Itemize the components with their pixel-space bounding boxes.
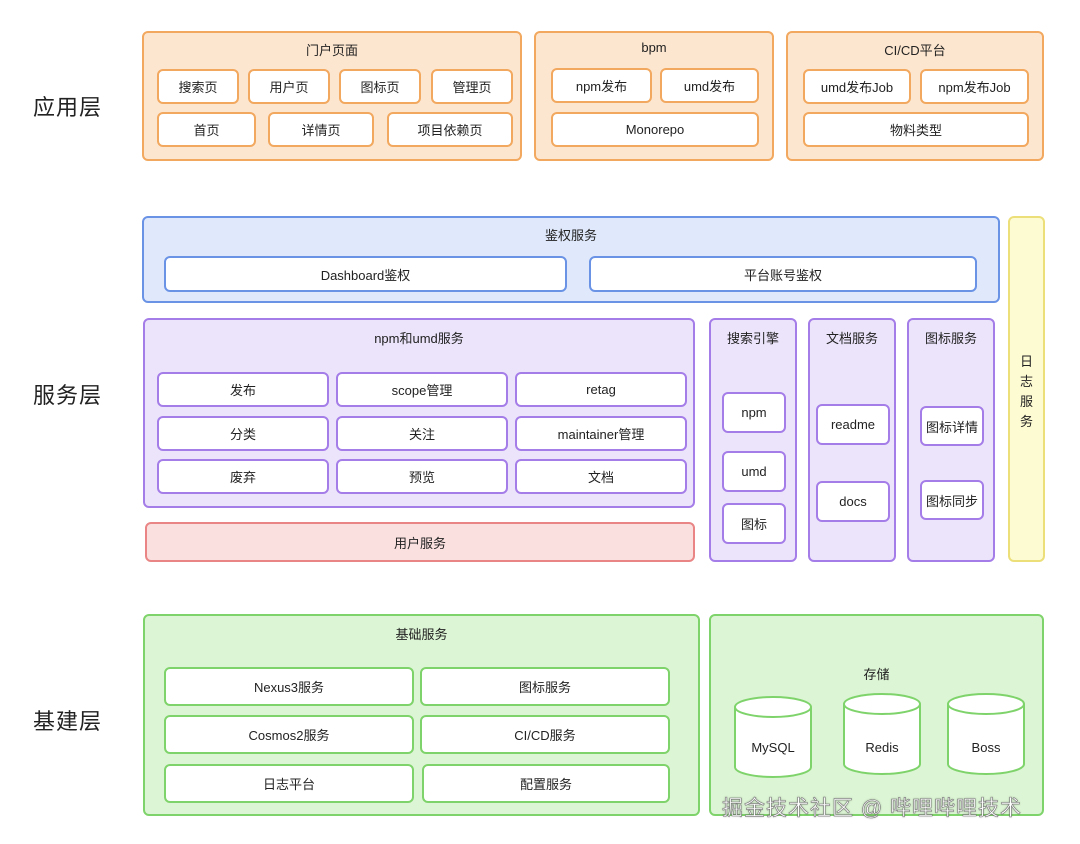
cicd-service-box: CI/CD服务 <box>420 715 670 754</box>
search-page-box: 搜索页 <box>157 69 239 104</box>
detail-page-box: 详情页 <box>268 112 374 147</box>
cosmos2-box: Cosmos2服务 <box>164 715 414 754</box>
base-icon-service-box: 图标服务 <box>420 667 670 706</box>
publish-box: 发布 <box>157 372 329 407</box>
npm-job-box: npm发布Job <box>920 69 1029 104</box>
retag-box: retag <box>515 372 687 407</box>
icon-page-box: 图标页 <box>339 69 421 104</box>
portal-panel: 门户页面 搜索页 用户页 图标页 管理页 首页 详情页 项目依赖页 <box>142 31 522 161</box>
docs-item-box: 文档 <box>515 459 687 494</box>
search-icon-box: 图标 <box>722 503 786 544</box>
deprecate-box: 废弃 <box>157 459 329 494</box>
storage-panel: 存储 MySQL Redis Boss <box>709 614 1044 816</box>
cicd-title: CI/CD平台 <box>884 43 946 58</box>
bpm-panel: bpm npm发布 umd发布 Monorepo <box>534 31 774 161</box>
docs-service-panel: 文档服务 readme docs <box>808 318 896 562</box>
redis-cylinder: Redis <box>843 693 921 775</box>
platform-account-auth-box: 平台账号鉴权 <box>589 256 977 292</box>
npm-umd-service-title: npm和umd服务 <box>374 331 464 346</box>
log-service-panel: 日 志 服 务 <box>1008 216 1045 562</box>
umd-job-box: umd发布Job <box>803 69 911 104</box>
base-service-title: 基础服务 <box>395 627 448 642</box>
follow-box: 关注 <box>336 416 508 451</box>
bpm-monorepo-box: Monorepo <box>551 112 759 147</box>
icon-service-panel: 图标服务 图标详情 图标同步 <box>907 318 995 562</box>
cicd-panel: CI/CD平台 umd发布Job npm发布Job 物料类型 <box>786 31 1044 161</box>
auth-title: 鉴权服务 <box>544 228 597 243</box>
preview-box: 预览 <box>336 459 508 494</box>
auth-panel: 鉴权服务 Dashboard鉴权 平台账号鉴权 <box>142 216 1000 303</box>
log-platform-box: 日志平台 <box>164 764 414 803</box>
category-box: 分类 <box>157 416 329 451</box>
user-page-box: 用户页 <box>248 69 330 104</box>
watermark: 掘金技术社区 @ 哔哩哔哩技术 <box>722 797 1022 821</box>
dependency-page-box: 项目依赖页 <box>387 112 513 147</box>
portal-title: 门户页面 <box>305 43 358 58</box>
layer-label-infra: 基建层 <box>33 709 103 734</box>
icon-sync-box: 图标同步 <box>920 480 984 520</box>
boss-label: Boss <box>972 740 1001 755</box>
config-service-box: 配置服务 <box>422 764 670 803</box>
boss-cylinder: Boss <box>947 693 1025 775</box>
scope-manage-box: scope管理 <box>336 372 508 407</box>
dashboard-auth-box: Dashboard鉴权 <box>164 256 567 292</box>
icon-detail-box: 图标详情 <box>920 406 984 446</box>
log-service-label: 日 志 服 务 <box>1019 354 1033 429</box>
npm-umd-service-panel: npm和umd服务 发布 scope管理 retag 分类 关注 maintai… <box>143 318 695 508</box>
search-engine-title: 搜索引擎 <box>726 331 779 346</box>
bpm-title: bpm <box>641 40 667 55</box>
home-page-box: 首页 <box>157 112 256 147</box>
mysql-cylinder: MySQL <box>734 696 812 778</box>
maintainer-manage-box: maintainer管理 <box>515 416 687 451</box>
nexus3-box: Nexus3服务 <box>164 667 414 706</box>
layer-label-service: 服务层 <box>33 383 103 408</box>
docs-service-title: 文档服务 <box>825 331 878 346</box>
icon-service-title: 图标服务 <box>924 331 977 346</box>
bpm-umd-publish-box: umd发布 <box>660 68 759 103</box>
search-umd-box: umd <box>722 451 786 492</box>
readme-box: readme <box>816 404 890 445</box>
search-engine-panel: 搜索引擎 npm umd 图标 <box>709 318 797 562</box>
storage-title: 存储 <box>863 667 890 682</box>
user-service-panel: 用户服务 <box>145 522 695 562</box>
admin-page-box: 管理页 <box>431 69 513 104</box>
layer-label-app: 应用层 <box>33 95 103 120</box>
search-npm-box: npm <box>722 392 786 433</box>
redis-label: Redis <box>865 740 899 755</box>
base-service-panel: 基础服务 Nexus3服务 图标服务 Cosmos2服务 CI/CD服务 日志平… <box>143 614 700 816</box>
docs-box: docs <box>816 481 890 522</box>
storage-cylinders: MySQL Redis Boss <box>734 693 1025 778</box>
mysql-label: MySQL <box>751 740 794 755</box>
material-type-box: 物料类型 <box>803 112 1029 147</box>
bpm-npm-publish-box: npm发布 <box>551 68 652 103</box>
